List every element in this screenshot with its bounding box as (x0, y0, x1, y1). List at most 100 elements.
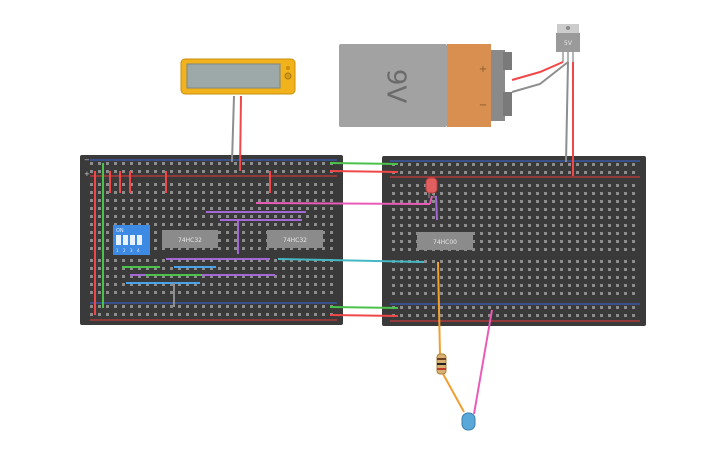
chip-74hc00[interactable]: 74HC00 (417, 232, 473, 250)
breadboard-hole (592, 163, 595, 166)
dip-toggle-4[interactable] (137, 235, 142, 245)
breadboard-hole (266, 183, 269, 186)
breadboard-hole (162, 291, 165, 294)
breadboard-hole (314, 170, 317, 173)
breadboard-hole (512, 260, 515, 263)
wires[interactable] (94, 61, 574, 415)
breadboard-hole (432, 260, 435, 263)
dip-toggle-1[interactable] (116, 235, 121, 245)
battery-9v[interactable]: 9V + − (339, 44, 512, 127)
breadboard-hole (456, 314, 459, 317)
breadboard-hole (544, 292, 547, 295)
breadboard-hole (608, 163, 611, 166)
wire-lcd-ground[interactable] (231, 95, 235, 163)
breadboard-hole (472, 200, 475, 203)
breadboard-hole (584, 306, 587, 309)
breadboard-hole (314, 291, 317, 294)
wire-pink-signal[interactable] (255, 202, 431, 205)
breadboard-hole (512, 268, 515, 271)
breadboard-hole (90, 199, 93, 202)
breadboard-hole (488, 314, 491, 317)
wire-battery-plus[interactable] (511, 61, 564, 81)
breadboard-hole (114, 275, 117, 278)
breadboard-hole (154, 207, 157, 210)
breadboard-hole (592, 306, 595, 309)
breadboard-hole (306, 162, 309, 165)
breadboard-hole (210, 162, 213, 165)
breadboard-hole (202, 215, 205, 218)
breadboard-hole (322, 170, 325, 173)
breadboard-hole (560, 200, 563, 203)
breadboard-hole (520, 260, 523, 263)
breadboard-hole (480, 192, 483, 195)
breadboard-hole (234, 267, 237, 270)
breadboard-hole (242, 275, 245, 278)
battery-terminal-plus[interactable] (503, 52, 512, 70)
chip-74hc32-b[interactable]: 74HC32 (267, 230, 323, 248)
breadboard-hole (122, 223, 125, 226)
wire-resistor-to-led[interactable] (441, 371, 465, 413)
lcd-potentiometer (284, 72, 292, 80)
dip-toggle-2[interactable] (123, 235, 128, 245)
breadboard-hole (552, 208, 555, 211)
chip-label: 74HC32 (178, 237, 202, 244)
breadboard-hole (496, 260, 499, 263)
breadboard-hole (424, 314, 427, 317)
dip-switch[interactable]: ON 1 2 3 4 (113, 225, 150, 255)
breadboard-hole (114, 215, 117, 218)
breadboard-hole (512, 184, 515, 187)
breadboard-hole (632, 268, 635, 271)
battery-terminal-minus[interactable] (503, 92, 512, 116)
wire-bridge-bottom-power[interactable] (329, 314, 399, 317)
breadboard-hole (266, 199, 269, 202)
breadboard-hole (202, 191, 205, 194)
breadboard-hole (584, 208, 587, 211)
breadboard-hole (162, 275, 165, 278)
breadboard-hole (298, 247, 301, 250)
breadboard-hole (194, 207, 197, 210)
breadboard-hole (258, 215, 261, 218)
wire-battery-minus[interactable] (511, 61, 569, 93)
led-blue[interactable] (461, 412, 476, 431)
led-red[interactable] (425, 177, 438, 198)
wire-bridge-top-power[interactable] (329, 170, 399, 173)
breadboard-hole (568, 224, 571, 227)
wire-purple-right[interactable] (435, 195, 438, 221)
breadboard-hole (528, 268, 531, 271)
wire-led-ground[interactable] (473, 309, 493, 415)
breadboard-hole (314, 247, 317, 250)
breadboard-hole (218, 247, 221, 250)
breadboard-hole (154, 199, 157, 202)
breadboard-hole (226, 207, 229, 210)
breadboard-hole (464, 268, 467, 271)
breadboard-hole (488, 240, 491, 243)
wire-regulator-ground[interactable] (565, 61, 569, 163)
dip-toggle-3[interactable] (130, 235, 135, 245)
voltage-regulator[interactable]: 5V (556, 24, 580, 62)
breadboard-hole (226, 215, 229, 218)
breadboard-hole (512, 192, 515, 195)
wire-lcd-power[interactable] (239, 95, 242, 172)
breadboard-hole (154, 183, 157, 186)
wire-bridge-top-ground[interactable] (329, 162, 399, 165)
breadboard-hole (416, 292, 419, 295)
chip-74hc32-a[interactable]: 74HC32 (162, 230, 218, 248)
breadboard-hole (218, 199, 221, 202)
wire-output-to-resistor[interactable] (437, 261, 441, 356)
wire-pink-to-led[interactable] (429, 195, 433, 205)
breadboard-hole (400, 208, 403, 211)
breadboard-hole (568, 200, 571, 203)
breadboard-hole (194, 267, 197, 270)
breadboard-hole (282, 170, 285, 173)
wire-bridge-bottom-ground[interactable] (329, 306, 399, 309)
breadboard-hole (130, 283, 133, 286)
breadboard-hole (130, 162, 133, 165)
lcd-display[interactable] (180, 58, 296, 95)
resistor[interactable] (436, 353, 447, 375)
breadboard-hole (242, 247, 245, 250)
breadboard-hole (178, 313, 181, 316)
breadboard-hole (234, 291, 237, 294)
wire-cyan-long[interactable] (277, 258, 425, 263)
breadboard-hole (114, 207, 117, 210)
